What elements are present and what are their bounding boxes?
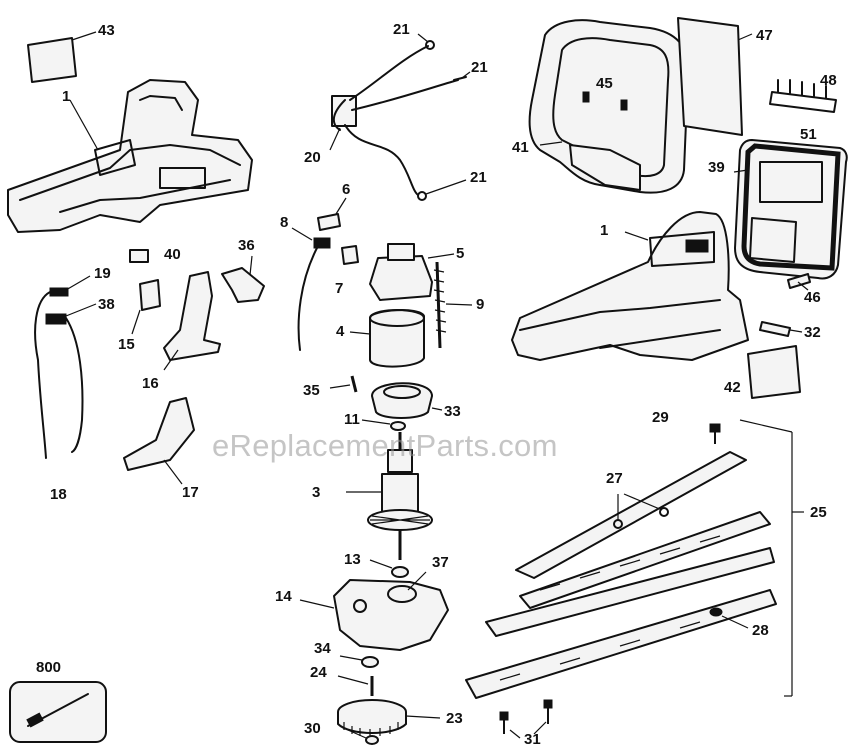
- part-42-label-card: [747, 345, 801, 399]
- callout-43: 43: [98, 22, 115, 39]
- part-31-screws: [499, 699, 553, 739]
- callout-41: 41: [512, 139, 529, 156]
- part-17-lock: [123, 397, 195, 485]
- callout-1-left: 1: [62, 88, 71, 105]
- part-36-lever: [221, 255, 265, 303]
- callout-31: 31: [524, 731, 541, 748]
- callout-21-mid: 21: [471, 59, 488, 76]
- callout-18: 18: [50, 486, 67, 503]
- part-28-nut: [709, 607, 749, 629]
- part-6-brush-holder: [317, 197, 347, 231]
- callout-34: 34: [314, 640, 331, 657]
- callout-5: 5: [456, 245, 465, 262]
- callout-42: 42: [724, 379, 741, 396]
- callout-14: 14: [275, 588, 292, 605]
- callout-45: 45: [596, 75, 613, 92]
- part-40-clip: [129, 249, 149, 263]
- part-9-long-screw: [433, 261, 473, 349]
- callout-6: 6: [342, 181, 351, 198]
- callout-21-top: 21: [393, 21, 410, 38]
- callout-32: 32: [804, 324, 821, 341]
- part-24-shaft: [337, 675, 374, 696]
- watermark: eReplacementParts.com: [212, 428, 558, 463]
- callout-1-right: 1: [600, 222, 609, 239]
- callout-29: 29: [652, 409, 669, 426]
- part-15-switch: [131, 279, 161, 335]
- callout-25: 25: [810, 504, 827, 521]
- part-23-gear: [337, 699, 441, 737]
- callout-11: 11: [344, 411, 360, 428]
- callout-17: 17: [182, 484, 199, 501]
- part-7-spring: [341, 245, 359, 265]
- part-20-21-wires: [329, 33, 471, 201]
- callout-16: 16: [142, 375, 159, 392]
- callout-33: 33: [444, 403, 461, 420]
- callout-24: 24: [310, 664, 327, 681]
- callout-7: 7: [335, 280, 344, 297]
- part-25-blade-assembly: [465, 419, 804, 699]
- callout-8: 8: [280, 214, 289, 231]
- callout-28: 28: [752, 622, 769, 639]
- part-1-housing-left: [7, 79, 253, 233]
- callout-36: 36: [238, 237, 255, 254]
- callout-15: 15: [118, 336, 135, 353]
- part-14-gear-case: [299, 571, 449, 651]
- part-5-end-bell: [369, 243, 455, 301]
- callout-46: 46: [804, 289, 821, 306]
- part-3-armature: [346, 432, 433, 560]
- part-35-screw: [329, 375, 358, 393]
- part-13-washer: [369, 559, 409, 578]
- callout-35: 35: [303, 382, 320, 399]
- callout-21-bottom: 21: [470, 169, 487, 186]
- callout-39: 39: [708, 159, 725, 176]
- callout-19: 19: [94, 265, 111, 282]
- part-27-washers: [613, 493, 669, 529]
- part-41-handle: [528, 19, 690, 194]
- part-47-sheet: [677, 17, 753, 136]
- part-30-nut: [347, 729, 379, 745]
- part-16-trigger: [163, 271, 221, 371]
- part-1-housing-right: [511, 211, 749, 361]
- part-34-washer: [339, 655, 379, 668]
- part-46-32-screws: [759, 273, 811, 337]
- callout-13: 13: [344, 551, 361, 568]
- callout-3: 3: [312, 484, 321, 501]
- part-8-brush: [291, 227, 331, 351]
- callout-30: 30: [304, 720, 321, 737]
- part-4-field-coil: [349, 309, 425, 368]
- callout-800: 800: [36, 659, 62, 676]
- callout-47: 47: [756, 27, 773, 44]
- callout-40: 40: [164, 246, 181, 263]
- part-48-comb: [769, 79, 837, 113]
- part-29-screw: [709, 423, 721, 444]
- part-11-washer: [361, 419, 406, 431]
- part-39-guard: [733, 139, 848, 280]
- callout-37: 37: [432, 554, 449, 571]
- callout-20: 20: [304, 149, 321, 166]
- callout-23: 23: [446, 710, 463, 727]
- callout-48: 48: [820, 72, 837, 89]
- callout-27: 27: [606, 470, 623, 487]
- callout-9: 9: [476, 296, 485, 313]
- callout-38: 38: [98, 296, 115, 313]
- callout-51: 51: [800, 126, 817, 143]
- callout-4: 4: [336, 323, 345, 340]
- part-19-38-18-wires: [34, 275, 97, 459]
- part-33-bearing-plate: [371, 382, 443, 419]
- part-43-label-card: [27, 31, 97, 83]
- part-800-accessory: [9, 681, 107, 743]
- part-45-screws: [582, 91, 628, 111]
